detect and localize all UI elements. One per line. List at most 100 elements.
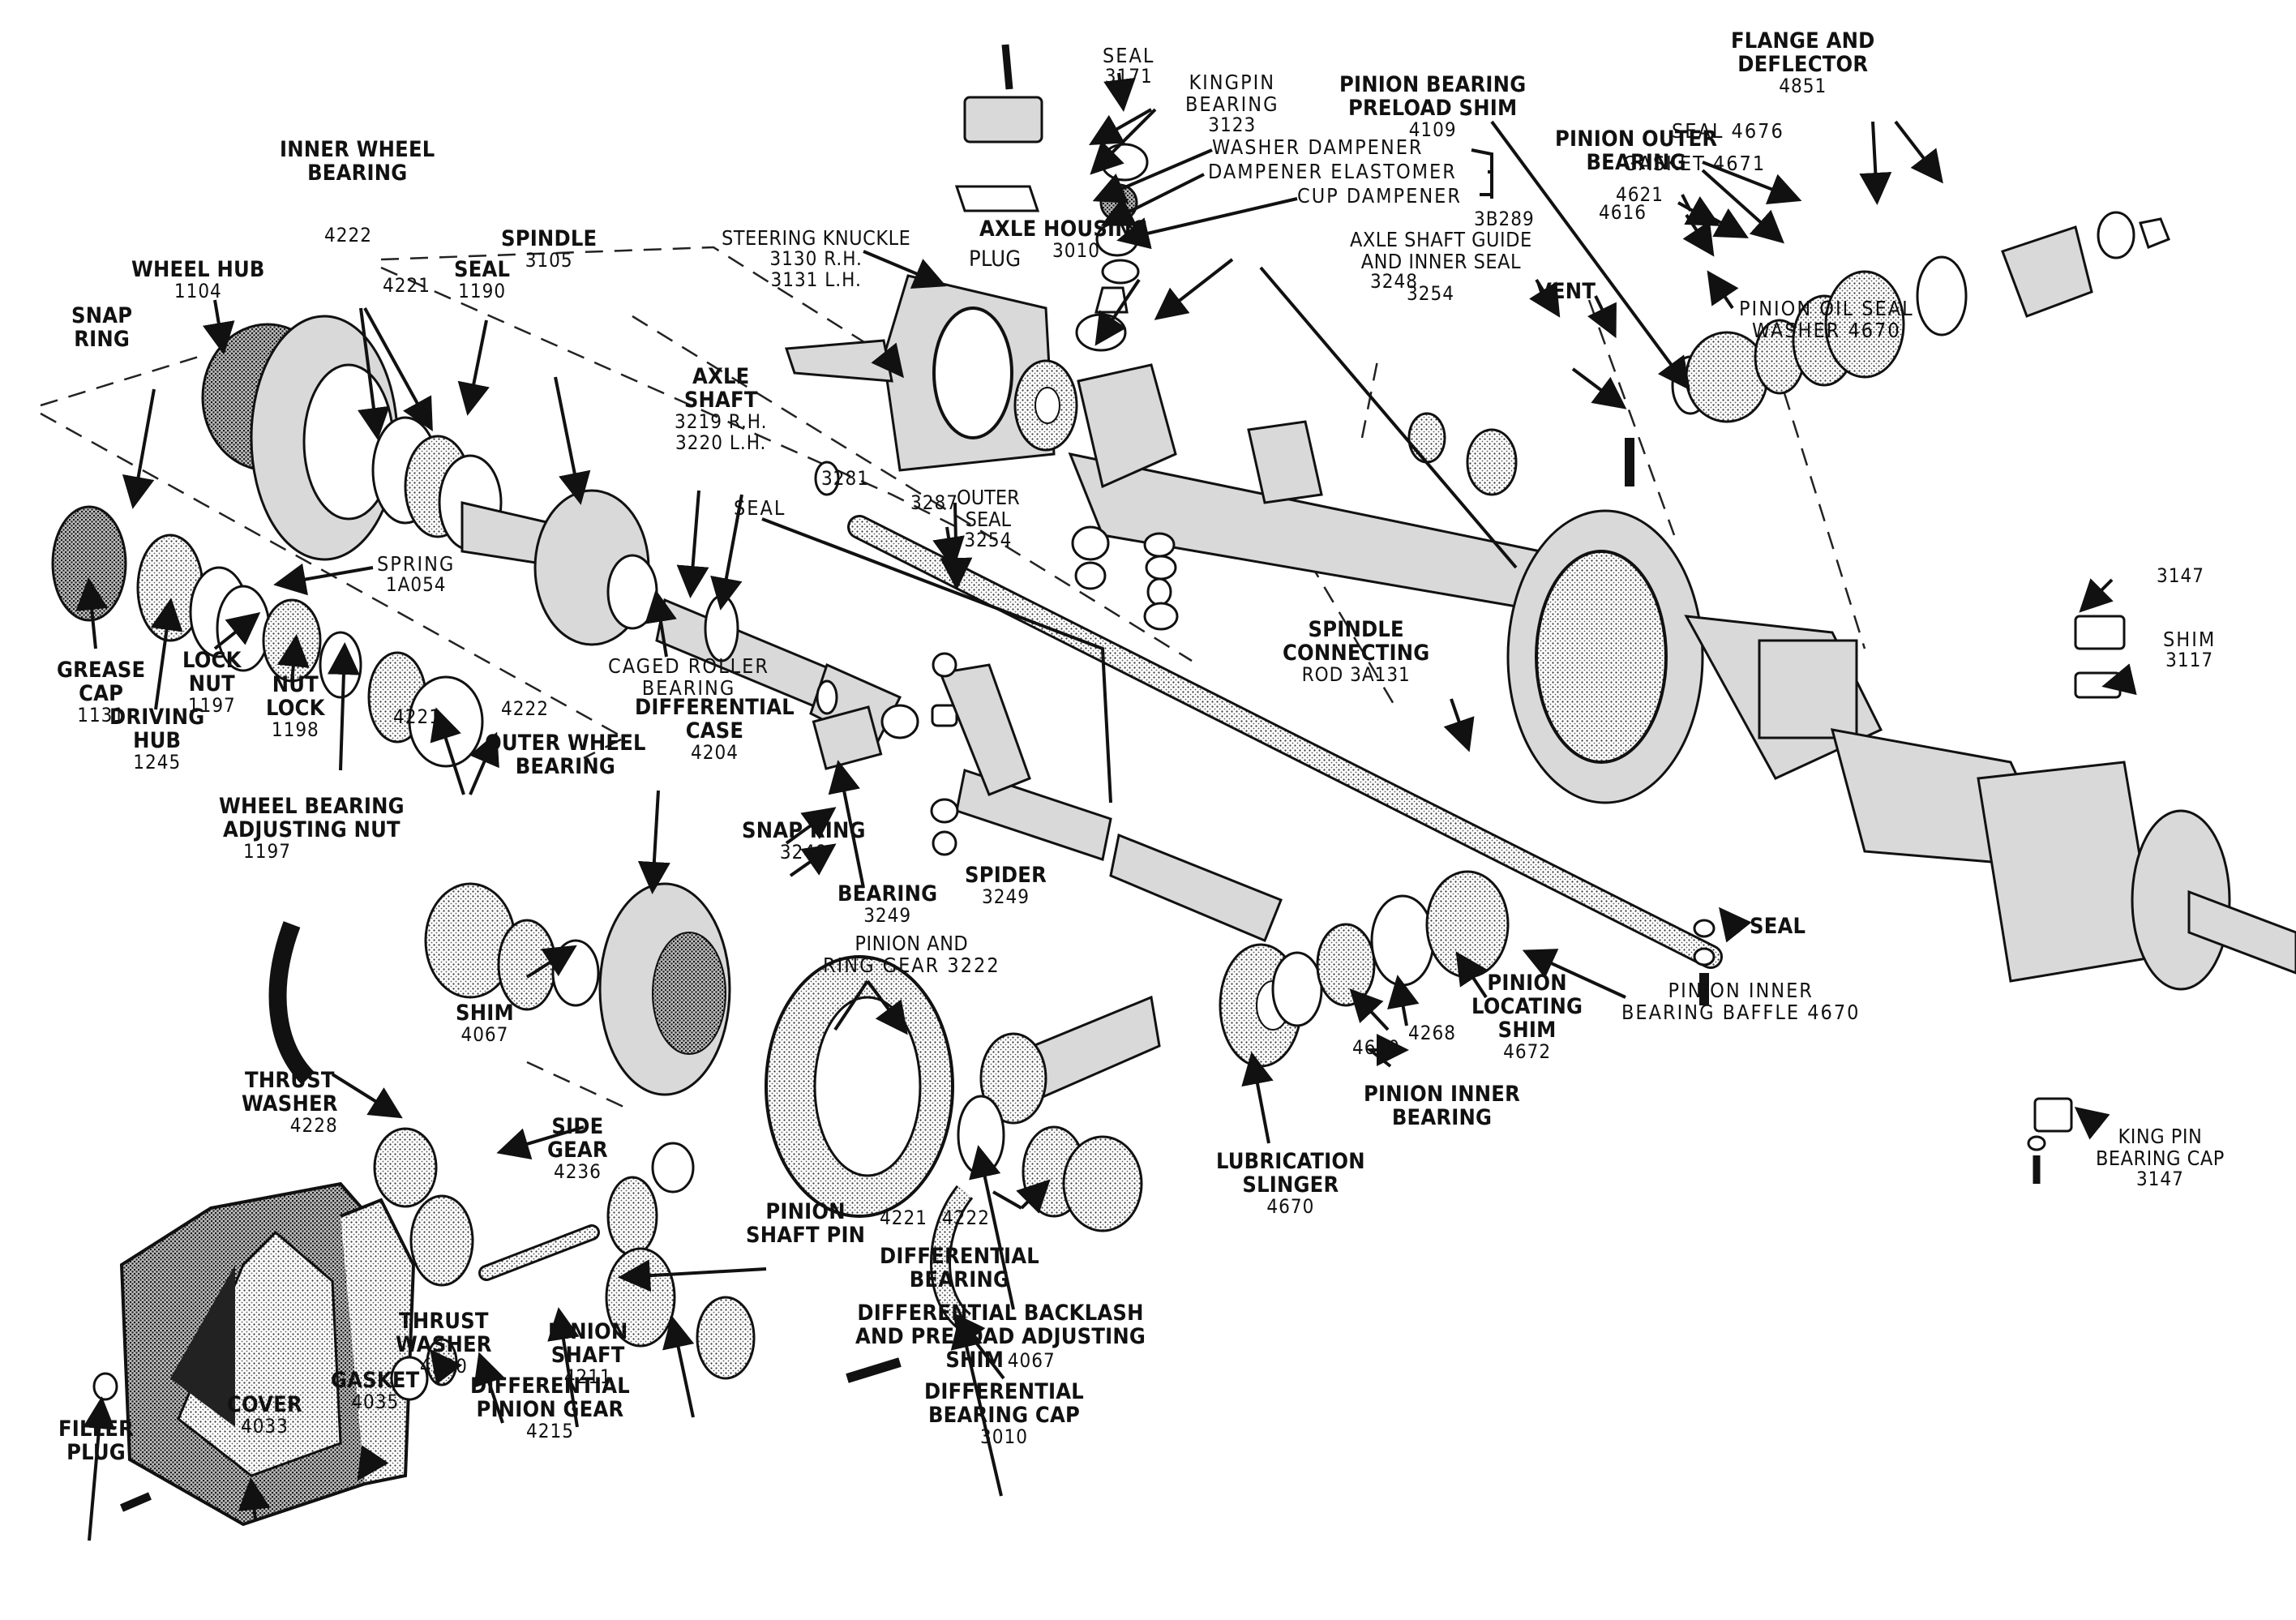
label-text: BEARING bbox=[1391, 1105, 1493, 1131]
label-text: SHIM bbox=[1497, 1018, 1557, 1044]
differential-case-part bbox=[268, 882, 731, 1096]
label-text: HUB bbox=[133, 728, 182, 754]
label-text: CASE bbox=[685, 718, 744, 744]
label-text: LOCK bbox=[182, 648, 242, 673]
label-text: OUTER WHEEL bbox=[485, 731, 646, 756]
leader-lines bbox=[75, 72, 2137, 1541]
label-text: AND PRELOAD ADJUSTING bbox=[855, 1324, 1146, 1350]
label-text: DIFFERENTIAL bbox=[924, 1379, 1084, 1404]
label-cup-dampener: CUP DAMPENER bbox=[1297, 185, 1462, 207]
part-number: 4236 bbox=[553, 1160, 602, 1184]
label-text: SHIM bbox=[2163, 628, 2217, 651]
label-text: SEAL bbox=[1103, 44, 1155, 67]
label-text: SHIM bbox=[456, 1001, 514, 1026]
label-differential-backlash-shim: DIFFERENTIAL BACKLASH AND PRELOAD ADJUST… bbox=[855, 1301, 1146, 1373]
label-text: SIDE bbox=[551, 1114, 604, 1139]
part-number: 1245 bbox=[133, 751, 182, 774]
label-text: SHAFT bbox=[683, 388, 758, 414]
label-text: PINION AND bbox=[855, 932, 969, 955]
label-text: CAP bbox=[79, 681, 124, 707]
part-number: 1A054 bbox=[385, 573, 447, 596]
label-text: PINION bbox=[548, 1319, 628, 1344]
label-text: KING PIN bbox=[2118, 1125, 2203, 1148]
label-cover: COVER 4033 bbox=[227, 1393, 302, 1438]
label-axle-shaft-seal: SEAL bbox=[734, 497, 786, 519]
label-text: AXLE HOUSING bbox=[979, 216, 1148, 242]
label-shim-4067: SHIM 4067 bbox=[456, 1001, 514, 1046]
label-text: PRELOAD SHIM bbox=[1347, 96, 1518, 122]
part-number: 4851 bbox=[1779, 75, 1827, 98]
label-text: DEFLECTOR bbox=[1737, 52, 1869, 78]
part-number: 4221 bbox=[880, 1206, 927, 1229]
label-text: PINION OUTER bbox=[1555, 126, 1718, 152]
part-number: 3117 bbox=[2165, 649, 2214, 671]
label-text: AND INNER SEAL bbox=[1360, 250, 1521, 273]
label-text: SNAP bbox=[71, 303, 133, 328]
label-gasket-4035: GASKET 4035 bbox=[331, 1369, 419, 1413]
label-text: BEARING CAP bbox=[927, 1403, 1080, 1429]
label-pinion-inner-bearing-baffle: PINION INNER BEARING BAFFLE 4670 bbox=[1621, 979, 1860, 1023]
label-snap-ring: SNAP RING bbox=[71, 304, 132, 351]
label-text: ADJUSTING NUT bbox=[223, 817, 401, 843]
label-text: PINION bbox=[1487, 971, 1567, 996]
label-seal-1190: SEAL 1190 bbox=[454, 258, 510, 302]
wheel-hub-part bbox=[201, 315, 399, 561]
label-text: LOCATING bbox=[1471, 994, 1583, 1020]
label-text: WHEEL BEARING bbox=[219, 794, 405, 819]
label-text: BEARING bbox=[641, 676, 736, 700]
label-spindle: SPINDLE 3105 bbox=[501, 227, 597, 272]
label-washer-dampener: WASHER DAMPENER bbox=[1212, 136, 1424, 158]
part-number: 4221 bbox=[393, 705, 441, 728]
part-number: 4035 bbox=[351, 1391, 400, 1414]
label-axle-housing: AXLE HOUSING 3010 bbox=[979, 217, 1148, 262]
label-differential-pinion-gear: DIFFERENTIAL PINION GEAR 4215 bbox=[470, 1374, 630, 1442]
label-text: GEAR bbox=[547, 1138, 608, 1164]
label-spring: SPRING 1A054 bbox=[377, 553, 455, 596]
label-text: GASKET bbox=[331, 1368, 420, 1393]
label-part-4616: 4616 bbox=[1599, 202, 1647, 224]
label-outer-seal: OUTER SEAL 3254 bbox=[957, 486, 1020, 551]
label-text: SEAL 4676 bbox=[1672, 119, 1784, 143]
part-number: 1197 bbox=[187, 694, 236, 718]
part-number: 4067 bbox=[460, 1023, 509, 1047]
label-text: PINION OIL SEAL bbox=[1739, 297, 1914, 320]
label-inner-wheel-bearing: INNER WHEEL BEARING bbox=[280, 138, 435, 185]
label-text: WASHER DAMPENER bbox=[1212, 135, 1424, 159]
label-part-3254: 3254 bbox=[1407, 283, 1454, 305]
label-seal-4676: SEAL 4676 bbox=[1672, 120, 1784, 142]
label-text: PINION bbox=[765, 1199, 846, 1224]
part-number: 4222 bbox=[942, 1206, 990, 1229]
label-part-4221-diff: 4221 bbox=[880, 1206, 927, 1229]
label-text: OUTER bbox=[957, 486, 1020, 509]
label-text: SHAFT bbox=[550, 1343, 625, 1369]
part-number: 4211 bbox=[563, 1365, 612, 1389]
label-pinion-locating-shim: PINION LOCATING SHIM 4672 bbox=[1471, 971, 1583, 1063]
label-text: THRUST bbox=[399, 1309, 489, 1334]
label-dampener-elastomer: DAMPENER ELASTOMER bbox=[1208, 161, 1457, 182]
part-number: 4221 bbox=[383, 274, 430, 297]
label-text: BEARING bbox=[515, 754, 615, 780]
label-text: PINION BEARING bbox=[1339, 72, 1527, 97]
label-text: COVER bbox=[227, 1392, 302, 1417]
label-part-4221: 4221 bbox=[383, 274, 430, 297]
label-grease-cap: GREASE CAP 1131 bbox=[57, 658, 145, 726]
part-number: 3130 R.H. bbox=[769, 247, 863, 270]
label-part-4630: 4630 bbox=[1352, 1037, 1400, 1059]
part-number: 3287 bbox=[910, 491, 958, 514]
label-text: SEAL bbox=[965, 508, 1012, 531]
spindle-connecting-rod-part bbox=[847, 515, 1723, 969]
label-shim-3117: SHIM 3117 bbox=[2163, 628, 2216, 671]
label-text: RING bbox=[74, 327, 131, 353]
label-part-3287: 3287 bbox=[910, 491, 958, 514]
label-text: WASHER 4670 bbox=[1752, 319, 1901, 342]
label-text: NUT bbox=[272, 672, 319, 697]
small-hardware bbox=[814, 412, 2126, 1184]
label-pinion-inner-bearing: PINION INNER BEARING bbox=[1364, 1082, 1520, 1129]
differential-bearing-parts bbox=[846, 1095, 1143, 1383]
label-seal-3171: SEAL 3171 bbox=[1103, 45, 1154, 88]
label-part-4621: 4621 bbox=[1616, 184, 1664, 206]
label-part-3b289: 3B289 bbox=[1474, 208, 1535, 230]
label-text: CUP DAMPENER bbox=[1297, 184, 1462, 208]
label-text: PINION INNER bbox=[1364, 1082, 1521, 1107]
